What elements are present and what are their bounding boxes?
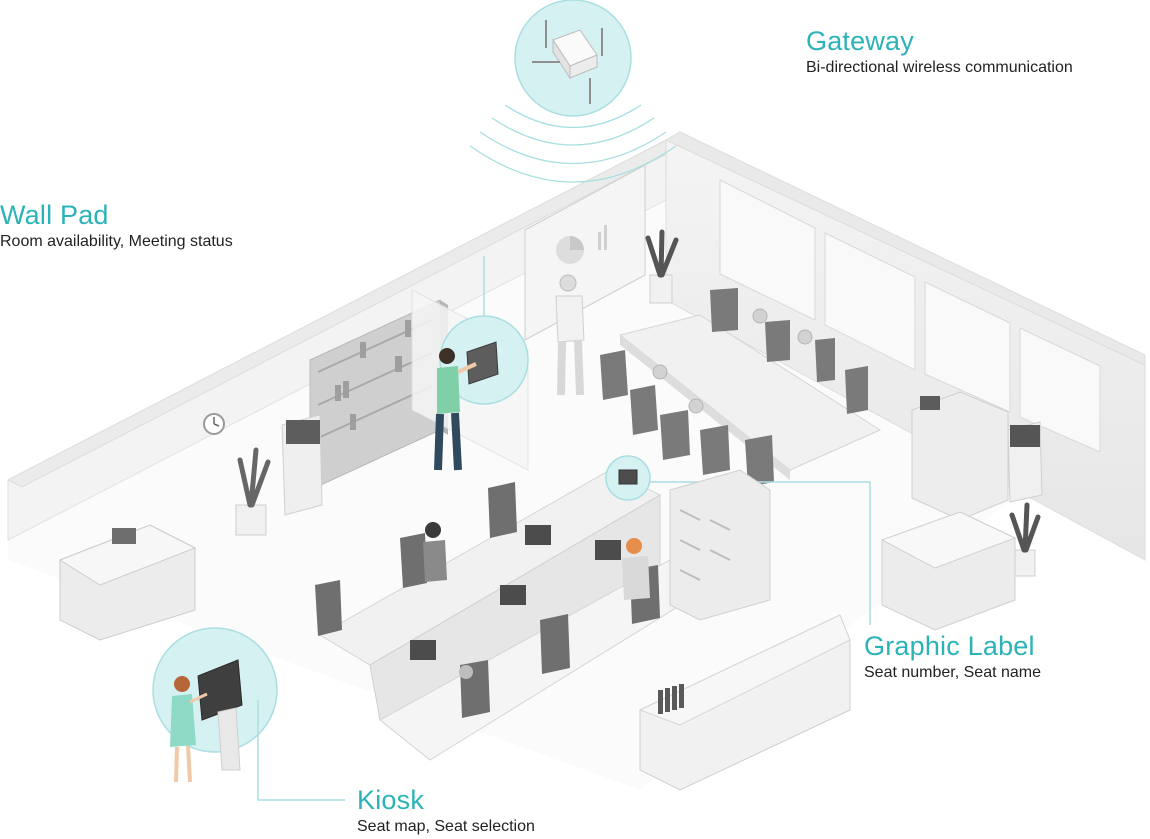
reception-counter [638,614,851,791]
gateway-title: Gateway [806,26,914,56]
kiosk-title: Kiosk [357,785,425,815]
presentation-screen [524,164,646,341]
graphic-label-device [605,455,871,625]
gateway-description: Bi-directional wireless communication [806,59,1073,76]
wall-pad-device [439,256,529,405]
graphic-label-callout: Graphic Label Seat number, Seat name [864,631,1041,683]
window-panels [719,179,1101,453]
plant-left [235,447,271,536]
wall-pad-title: Wall Pad [0,200,109,230]
kiosk-description: Seat map, Seat selection [357,818,535,835]
potted-plant [645,229,679,304]
meeting-chairs [600,288,868,487]
right-printer [880,511,1017,631]
graphic-label-title: Graphic Label [864,631,1035,661]
wall-pad-description: Room availability, Meeting status [0,233,233,250]
right-cabinet [911,391,1009,521]
wireless-signal-icon [469,104,677,183]
meeting-attendees [652,308,813,414]
kiosk-callout: Kiosk Seat map, Seat selection [357,785,535,837]
right-plant [1009,502,1041,577]
gateway-callout: Gateway Bi-directional wireless communic… [806,26,1073,78]
graphic-label-description: Seat number, Seat name [864,664,1041,681]
filing-cabinets [669,469,771,621]
wall-pad-callout: Wall Pad Room availability, Meeting stat… [0,200,233,252]
office-workers [423,522,650,679]
wall-clock [203,413,225,435]
right-water-dispenser [1007,421,1043,503]
water-dispenser [281,414,323,516]
woman-using-kiosk [170,676,208,783]
presenter-person [555,274,585,396]
monitors [410,525,621,660]
person-using-wall-pad [434,348,477,471]
gateway-device [469,0,677,183]
copier-cabinet [58,524,197,641]
